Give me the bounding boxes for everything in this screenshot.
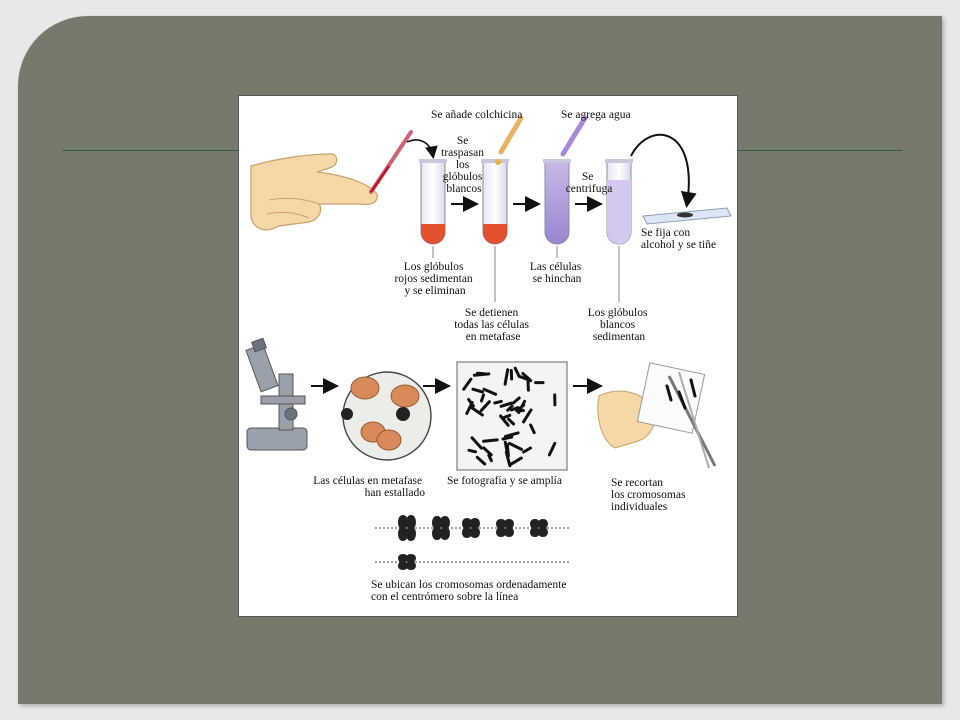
tube-centrifuged <box>605 159 633 245</box>
microscope-icon <box>245 337 308 451</box>
chromosome-mark <box>522 408 533 424</box>
chromosome-mark <box>482 438 499 443</box>
karyotype-arrangement <box>375 515 569 570</box>
chromosome-mark <box>406 554 416 570</box>
chromosome-mark <box>504 450 512 468</box>
chromosome-mark <box>480 393 485 403</box>
label-arrange: Se ubican los cromosomas ordenadamente c… <box>371 579 569 603</box>
chromosome-mark <box>538 519 548 537</box>
blood-pipette <box>369 130 413 194</box>
label-add-colchicine: Se añade colchicina <box>431 109 522 121</box>
chromosome-mark <box>398 554 408 570</box>
label-cells-burst: Las células en metafase han estallado <box>313 475 425 499</box>
label-centrifuge: Se centrifuga <box>566 171 613 195</box>
chromosome-mark <box>496 519 506 537</box>
burst-cells-view <box>341 371 432 461</box>
label-transfer-wbc: Se traspasan los glóbulos blancos <box>441 135 487 195</box>
chromosome-mark <box>504 431 520 438</box>
chromosome-mark <box>487 453 493 463</box>
chromosome-mark <box>462 377 473 391</box>
chromosome-photo <box>456 361 568 471</box>
finger-illustration <box>250 153 378 231</box>
chromosome-mark <box>493 399 503 405</box>
chromosome-mark <box>529 423 536 435</box>
chromosome-mark <box>506 404 514 412</box>
chromosome-mark <box>502 413 512 420</box>
chromosome-mark <box>503 368 510 386</box>
chromosome-mark <box>468 405 484 417</box>
hand-scissors-illustration <box>597 362 717 469</box>
chromosome-mark <box>522 446 532 454</box>
chromosome-mark <box>471 387 485 394</box>
chromosome-mark <box>467 448 477 454</box>
chromosome-mark <box>440 516 450 540</box>
chromosome-mark <box>513 366 521 378</box>
karyotype-diagram-svg: Se añade colchicina Se agrega agua Se tr… <box>245 109 732 603</box>
chromosome-mark <box>482 387 498 396</box>
chromosome-mark <box>509 456 523 466</box>
chromosome-mark <box>476 371 486 376</box>
tube-swollen-cells <box>543 159 571 245</box>
arrow-icon <box>406 139 438 160</box>
label-cut-out: Se recortan los cromosomas individuales <box>611 477 688 513</box>
chromosome-mark <box>470 518 480 538</box>
label-rbc-settle: Los glóbulos rojos sedimentan y se elimi… <box>394 261 475 297</box>
label-cells-swell: Las células se hinchan <box>530 261 584 285</box>
pointer-lines <box>432 246 620 302</box>
chromosome-mark <box>512 396 521 405</box>
chromosome-mark <box>504 519 514 537</box>
chromosome-mark <box>507 441 524 451</box>
label-wbc-settle: Los glóbulos blancos sedimentan <box>588 307 651 343</box>
chromosome-mark <box>499 401 513 408</box>
label-add-water: Se agrega agua <box>561 109 631 121</box>
chromosome-mark <box>509 406 520 412</box>
chromosome-mark <box>406 515 416 541</box>
tube-red-cells <box>419 159 447 245</box>
label-fix-stain: Se fija con alcohol y se tiñe <box>641 227 716 251</box>
colchicine-dropper <box>495 115 524 165</box>
chromosome-mark <box>398 515 408 541</box>
chromosome-mark <box>499 414 510 427</box>
chromosome-mark <box>479 400 491 413</box>
chromosome-mark <box>475 455 487 466</box>
karyotype-diagram: Se añade colchicina Se agrega agua Se tr… <box>238 95 738 617</box>
chromosome-mark <box>462 518 472 538</box>
chromosome-mark <box>470 436 483 450</box>
chromosome-mark <box>530 519 540 537</box>
arrow-icon <box>630 133 697 208</box>
tube-white-cells <box>481 159 509 245</box>
chromosome-mark <box>517 374 530 382</box>
label-metaphase-stop: Se detienen todas las células en metafas… <box>454 307 532 343</box>
microscope-slide <box>642 207 732 225</box>
chromosome-mark <box>432 516 442 540</box>
chromosome-mark <box>501 435 514 441</box>
label-photo-enlarge: Se fotografía y se amplía <box>447 475 562 487</box>
chromosome-mark <box>482 446 493 457</box>
chromosome-mark <box>467 398 475 408</box>
chromosome-mark <box>547 441 557 457</box>
chromosome-mark <box>507 417 516 426</box>
water-dropper <box>560 115 588 157</box>
